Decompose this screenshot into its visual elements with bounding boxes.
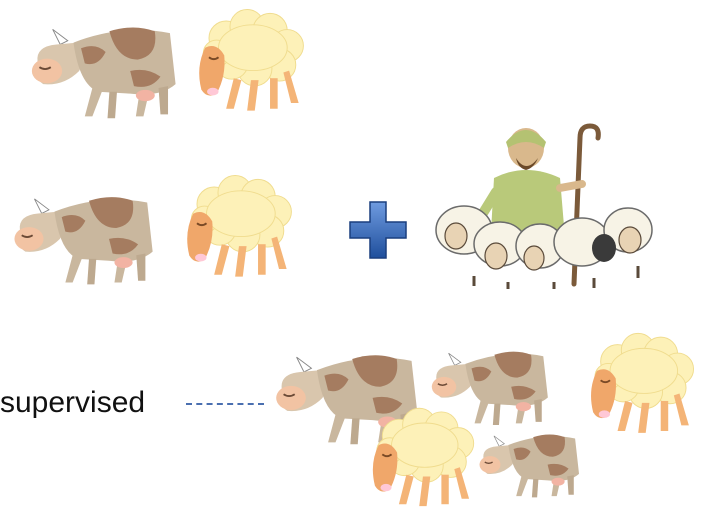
sheep-icon [580, 330, 702, 440]
cow-icon [0, 188, 158, 288]
cow-icon [18, 18, 180, 122]
sheep-icon [362, 404, 482, 514]
connector-line [186, 403, 264, 405]
cow-icon [470, 428, 582, 500]
unsupervised-label: supervised [0, 385, 145, 421]
sheep-icon [176, 172, 300, 284]
sheep-icon [188, 6, 312, 118]
plus-icon [346, 198, 410, 262]
shepherd-with-flock-icon [434, 118, 656, 290]
